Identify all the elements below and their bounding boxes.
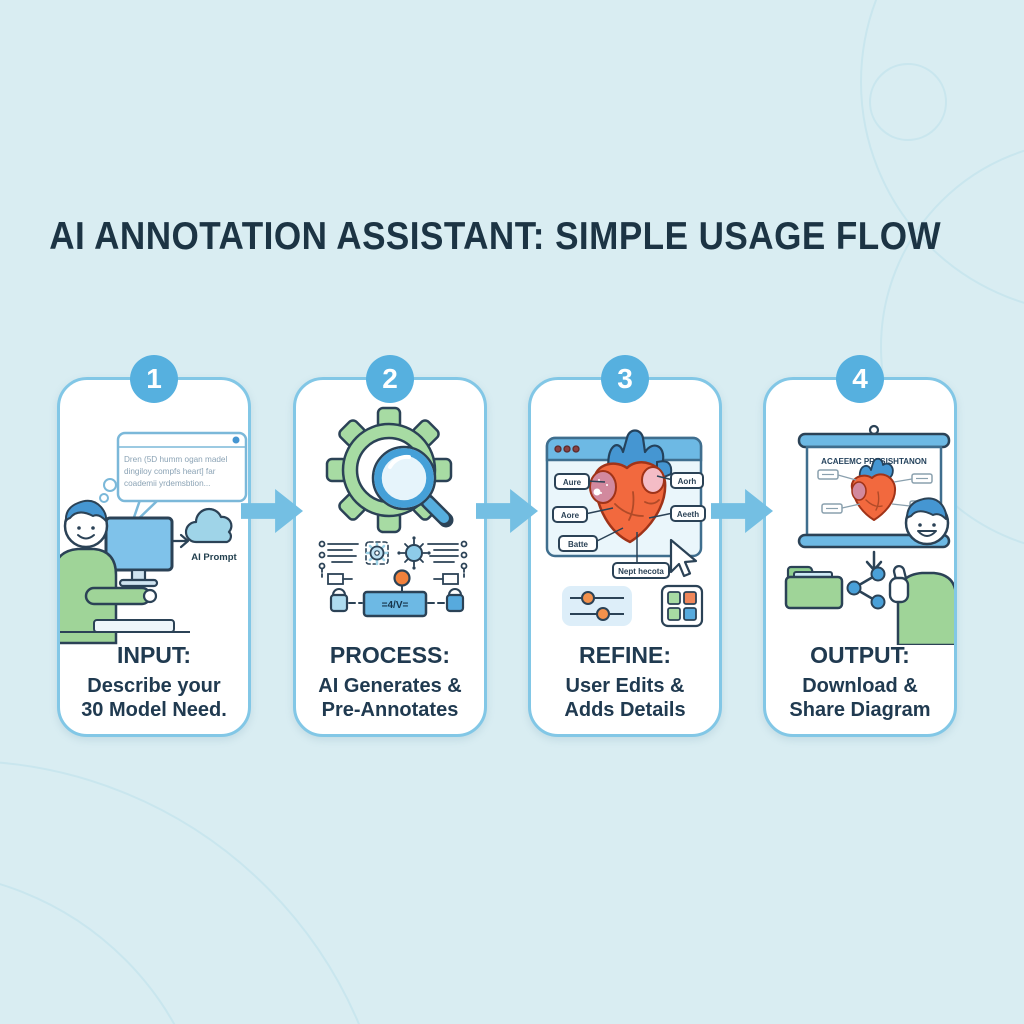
annotation-label: Aore [561, 511, 580, 520]
output-illustration: ACAEEMC PRESISHTANON [784, 424, 954, 645]
annotation-label: Aeeth [677, 510, 699, 519]
step-line: 30 Model Need. [81, 699, 227, 722]
step-line: AI Generates & [318, 675, 462, 697]
background-circle [869, 63, 947, 141]
window-dot-icon [563, 445, 571, 453]
share-icon [846, 566, 886, 610]
prompt-text-line: dingiloy compfs heart] far [124, 467, 216, 476]
hair-icon [64, 499, 108, 522]
sun-node-icon [397, 536, 431, 570]
step-card-process: 2 [293, 355, 487, 737]
magnifier-icon [371, 445, 454, 528]
mini-gear-icon [365, 541, 389, 566]
formula-box [362, 590, 428, 618]
bucket-icon [329, 593, 349, 613]
pipeline-diagram: =4/V= [318, 536, 468, 618]
monitor-icon [104, 516, 174, 588]
step-card-output: 4 ACAEEMC PRESISHTANON [763, 355, 957, 737]
input-illustration: Dren (5D humm ogan madel dingiloy compfs… [60, 431, 248, 645]
step-line: User Edits & [565, 675, 685, 697]
person-thumbs-up-icon [888, 497, 954, 645]
step-number-badge: 3 [601, 355, 649, 403]
page-title: AI ANNOTATION ASSISTANT: SIMPLE USAGE FL… [49, 215, 942, 258]
annotation-label: Aure [563, 478, 582, 487]
step-line: Pre-Annotates [321, 699, 459, 722]
step-caption: INPUT: Describe your 30 Model Need. [60, 642, 248, 723]
step-number-badge: 2 [366, 355, 414, 403]
step-number-badge: 4 [836, 355, 884, 403]
annotation-labels: Aure Aore Batte Aorh Aeeth Nept hecota [552, 472, 706, 579]
step-card-refine: 3 [528, 355, 722, 737]
mini-heart-illustration [850, 457, 897, 521]
annotation-label: Nept hecota [618, 567, 664, 576]
prompt-text-line: Dren (5D humm ogan madel [124, 455, 227, 464]
process-illustration: =4/V= [318, 406, 468, 618]
step-caption: PROCESS: AI Generates & Pre-Annotates [296, 642, 484, 723]
formula-label: =4/V= [382, 600, 409, 611]
step-card-input: 1 Dren (5D humm ogan madel dingiloy comp… [57, 355, 251, 737]
fist [888, 576, 910, 604]
hand [142, 588, 158, 604]
annotation-label: Aorh [678, 477, 697, 486]
annotation-label: Batte [568, 540, 589, 549]
folder-icon [784, 565, 844, 610]
step-line: Describe your [87, 675, 221, 697]
step-caption: OUTPUT: Download & Share Diagram [766, 642, 954, 723]
node-list-left [318, 540, 359, 585]
cloud-label: AI Prompt [191, 552, 237, 563]
prompt-text-line: coademii yrdemsbtion... [124, 479, 210, 488]
step-heading: INPUT: [116, 642, 192, 668]
node-list-right [427, 540, 468, 585]
bucket-icon [445, 593, 465, 613]
thought-dot-icon [103, 478, 117, 492]
sliders-icon [562, 586, 632, 626]
step-number-badge: 1 [130, 355, 178, 403]
small-arrow-icon [170, 533, 190, 549]
keyboard-icon [93, 619, 175, 633]
step-line: Adds Details [564, 699, 686, 722]
color-palette-icon [660, 584, 704, 628]
step-caption: REFINE: User Edits & Adds Details [531, 642, 719, 723]
step-line: Download & [802, 675, 918, 697]
step-heading: PROCESS: [329, 642, 451, 668]
arm [84, 586, 152, 606]
step-heading: OUTPUT: [810, 642, 910, 668]
step-heading: REFINE: [579, 642, 671, 668]
prompt-bubble: Dren (5D humm ogan madel dingiloy compfs… [116, 431, 248, 528]
thought-dot-icon [99, 493, 109, 503]
heart-illustration [589, 429, 673, 544]
window-dot-icon [554, 445, 562, 453]
hair-icon [906, 497, 948, 520]
cloud-icon [184, 507, 233, 544]
window-dot-icon [572, 445, 580, 453]
cursor-icon [669, 538, 698, 578]
bubble-dot-icon [232, 436, 240, 444]
refine-illustration: Aure Aore Batte Aorh Aeeth Nept hecota [545, 429, 706, 628]
orange-node-icon [393, 569, 411, 587]
step-line: Share Diagram [789, 699, 931, 722]
